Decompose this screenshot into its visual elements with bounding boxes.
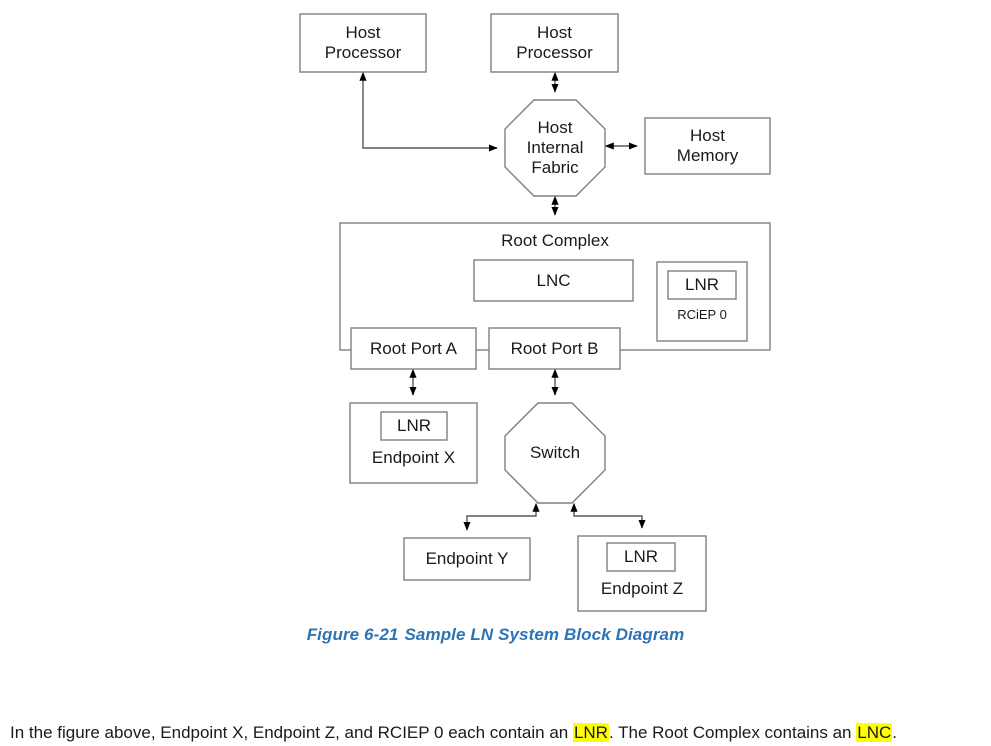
body-text-part1: In the figure above, Endpoint X, Endpoin… [10, 723, 573, 742]
highlighted-term-lnc: LNC [856, 723, 893, 742]
node-root-port-b [488, 327, 621, 370]
diagram-canvas [299, 13, 771, 612]
figure-block-diagram: Host Processor Host Processor Host Inter… [299, 13, 771, 612]
node-endpoint-y [403, 537, 531, 581]
node-host-processor-right [490, 13, 619, 73]
connector-switch-to-endpoint-z [570, 502, 646, 529]
body-paragraph: In the figure above, Endpoint X, Endpoin… [10, 721, 985, 746]
connector-hp-left-to-fabric [359, 71, 498, 152]
node-host-internal-fabric [504, 99, 606, 197]
node-rciep0-lnr [667, 270, 737, 300]
body-text-part2: . The Root Complex contains an [608, 723, 857, 742]
node-switch [504, 402, 606, 504]
node-lnc [473, 259, 634, 302]
body-text-part3: . [892, 723, 897, 742]
node-endpoint-x-lnr [380, 411, 448, 441]
highlighted-term-lnr: LNR [572, 723, 609, 742]
figure-caption: Figure 6-21 Sample LN System Block Diagra… [0, 625, 991, 645]
node-host-processor-left [299, 13, 427, 73]
node-host-memory [644, 117, 771, 175]
node-root-port-a [350, 327, 477, 370]
node-endpoint-z-lnr [606, 542, 676, 572]
figure-caption-number: Figure 6-21 [306, 625, 399, 644]
connector-switch-to-endpoint-y [463, 502, 540, 531]
figure-caption-title: Sample LN System Block Diagram [404, 625, 685, 644]
